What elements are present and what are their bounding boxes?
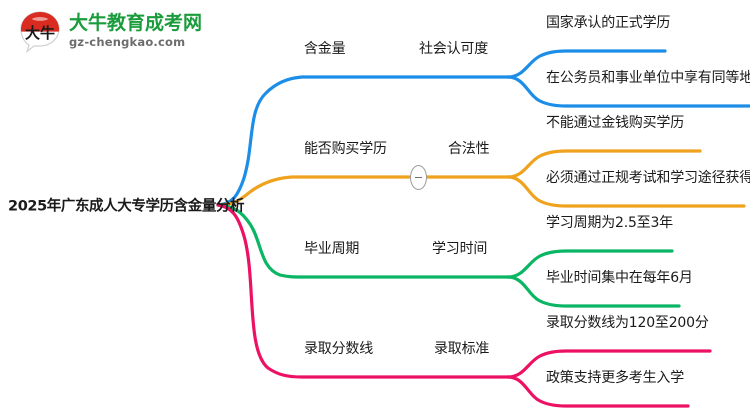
level2-node-3[interactable]: 学习时间 [432,241,488,257]
level1-node-4[interactable]: 录取分数线 [304,341,373,357]
level2-node-2[interactable]: 合法性 [448,141,490,157]
leaf-node-2-2[interactable]: 必须通过正规考试和学习途径获得 [546,170,750,186]
site-logo[interactable]: 大牛 大牛教育成考网 gz-chengkao.com [18,9,203,54]
level1-node-1[interactable]: 含金量 [304,41,346,57]
leaf-node-3-1[interactable]: 学习周期为2.5至3年 [546,215,673,231]
logo-subtitle: gz-chengkao.com [69,34,186,49]
leaf-node-1-2[interactable]: 在公务员和事业单位中享有同等地位 [546,70,750,86]
branch-wire-2a [216,175,411,207]
logo-title: 大牛教育成考网 [69,11,203,34]
leaf-node-1-1[interactable]: 国家承认的正式学历 [546,15,671,31]
level1-node-3[interactable]: 毕业周期 [304,241,360,257]
leaf-node-2-1[interactable]: 不能通过金钱购买学历 [546,115,684,131]
leaf-node-3-2[interactable]: 毕业时间集中在每年6月 [546,270,693,286]
svg-text:大牛: 大牛 [25,24,55,42]
root-node[interactable]: 2025年广东成人大专学历含金量分析 [8,198,245,215]
level2-node-4[interactable]: 录取标准 [434,341,490,357]
collapse-toggle-2[interactable] [410,165,427,190]
leaf-node-4-1[interactable]: 录取分数线为120至200分 [546,315,709,331]
minus-icon [415,176,422,179]
daniu-logo-icon: 大牛 [18,9,62,54]
level2-node-1[interactable]: 社会认可度 [419,41,488,57]
level1-node-2[interactable]: 能否购买学历 [304,141,387,157]
leaf-node-4-2[interactable]: 政策支持更多考生入学 [546,370,684,386]
